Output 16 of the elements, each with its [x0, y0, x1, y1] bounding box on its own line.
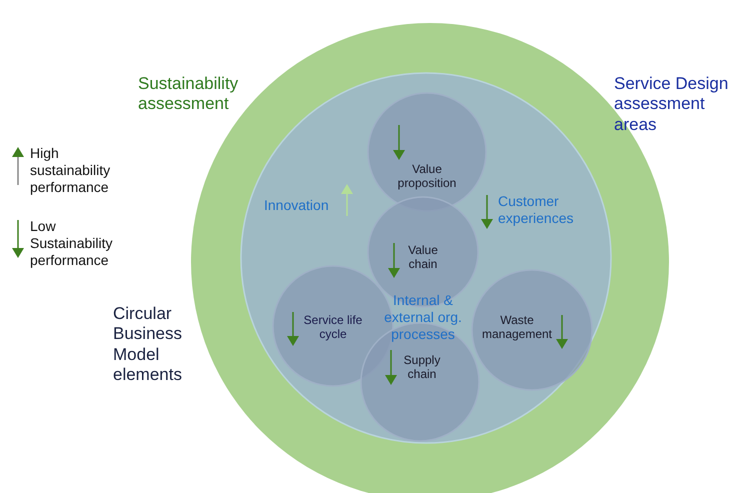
legend-text: High sustainability performance	[30, 145, 112, 196]
circle-label: Value chain	[407, 243, 439, 272]
inner-area-circle	[240, 72, 612, 444]
circle-label: Waste management	[480, 313, 554, 342]
circle-label: Supply chain	[402, 353, 442, 382]
element-circle	[367, 196, 479, 308]
legend-text: Low Sustainability performance	[30, 218, 114, 268]
area-label: Internal & external org. processes	[383, 292, 463, 342]
area-label: Customer experiences	[498, 193, 574, 227]
group-title: Circular Business Model elements	[113, 304, 183, 386]
circle-label: Value proposition	[396, 162, 458, 191]
circle-label: Service life cycle	[302, 313, 364, 342]
area-title: Service Design assessment areas	[614, 74, 730, 136]
circle-heading: Sustainability assessment	[138, 74, 240, 115]
area-label: Innovation	[264, 197, 330, 214]
element-circle	[471, 269, 593, 391]
